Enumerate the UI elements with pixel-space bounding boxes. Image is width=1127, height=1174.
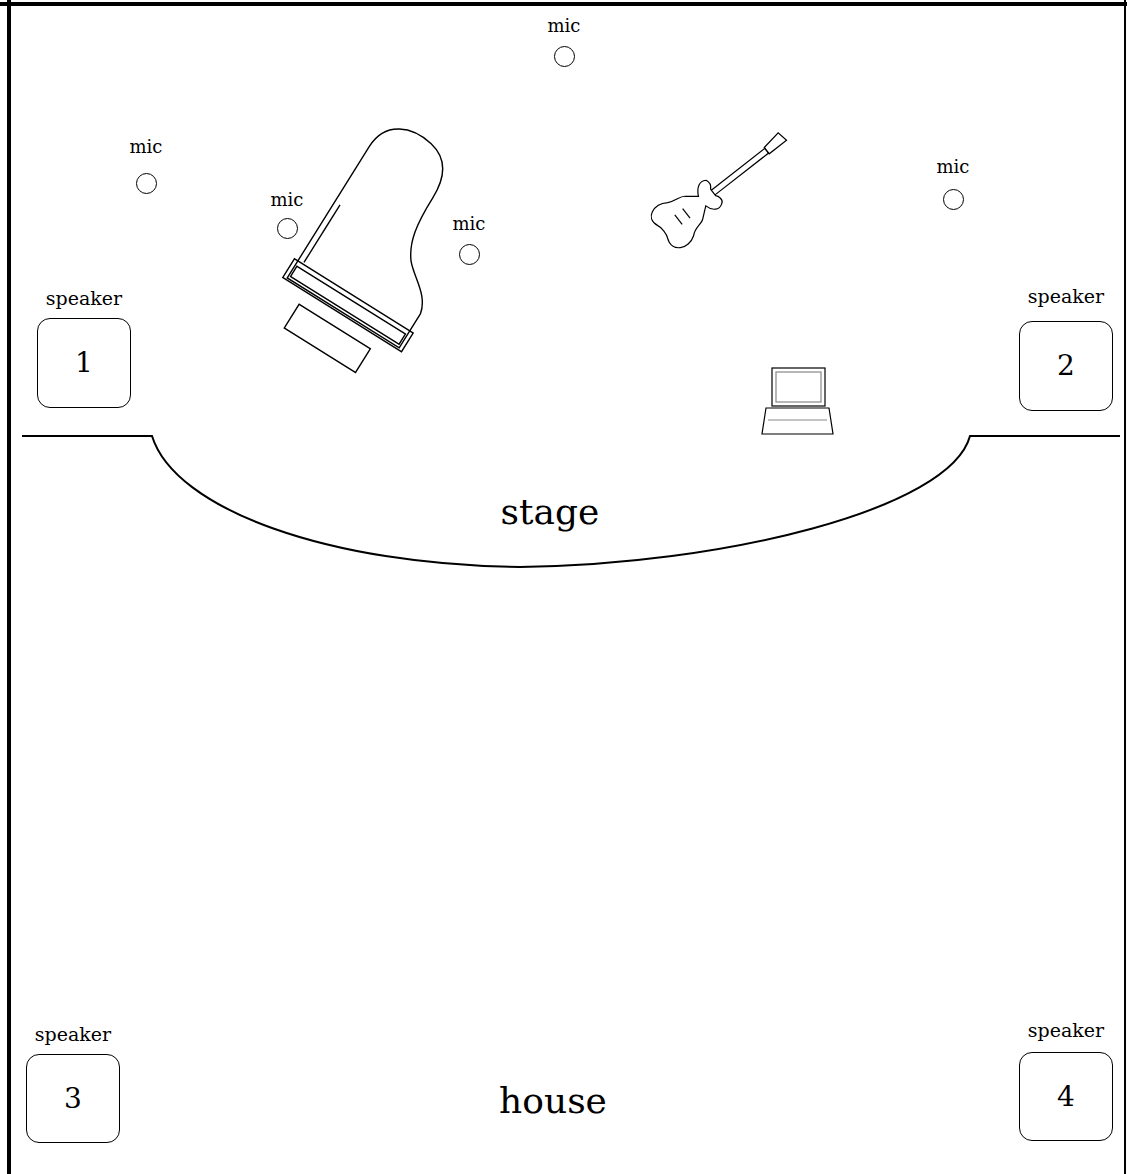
speaker-label: speaker — [35, 1023, 111, 1045]
speaker: speaker 3 — [26, 1023, 120, 1143]
grand-piano — [261, 114, 504, 388]
speaker-box: 2 — [1019, 321, 1113, 411]
mic-label: mic — [106, 136, 186, 158]
frame-right — [1124, 0, 1126, 1174]
mic-label: mic — [247, 189, 327, 211]
mic-circle — [277, 218, 298, 239]
mic-circle — [136, 173, 157, 194]
speaker-label: speaker — [46, 287, 122, 309]
microphone: mic — [106, 136, 186, 194]
mic-circle — [943, 189, 964, 210]
mic-circle — [459, 244, 480, 265]
electric-guitar — [647, 119, 799, 253]
speaker-box: 1 — [37, 318, 131, 408]
speaker: speaker 2 — [1019, 285, 1113, 411]
speaker: speaker 1 — [37, 287, 131, 408]
speaker-box: 3 — [26, 1054, 120, 1143]
microphone: mic — [429, 213, 509, 265]
speaker-number: 3 — [64, 1083, 82, 1115]
laptop — [762, 368, 833, 434]
speaker-number: 4 — [1057, 1081, 1075, 1113]
speaker-label: speaker — [1028, 1019, 1104, 1041]
mic-label: mic — [429, 213, 509, 235]
microphone: mic — [524, 15, 604, 67]
speaker-box: 4 — [1019, 1052, 1113, 1141]
speaker-number: 2 — [1057, 350, 1075, 382]
house-label: house — [499, 1080, 607, 1122]
speaker: speaker 4 — [1019, 1019, 1113, 1141]
mic-label: mic — [524, 15, 604, 37]
microphone: mic — [913, 156, 993, 210]
speaker-number: 1 — [75, 347, 93, 379]
stage-edge — [22, 436, 1120, 567]
mic-circle — [554, 46, 575, 67]
frame-left — [7, 0, 11, 1174]
mic-label: mic — [913, 156, 993, 178]
stage-label: stage — [501, 491, 600, 533]
speaker-label: speaker — [1028, 285, 1104, 307]
microphone: mic — [247, 189, 327, 239]
frame-top — [0, 2, 1127, 6]
